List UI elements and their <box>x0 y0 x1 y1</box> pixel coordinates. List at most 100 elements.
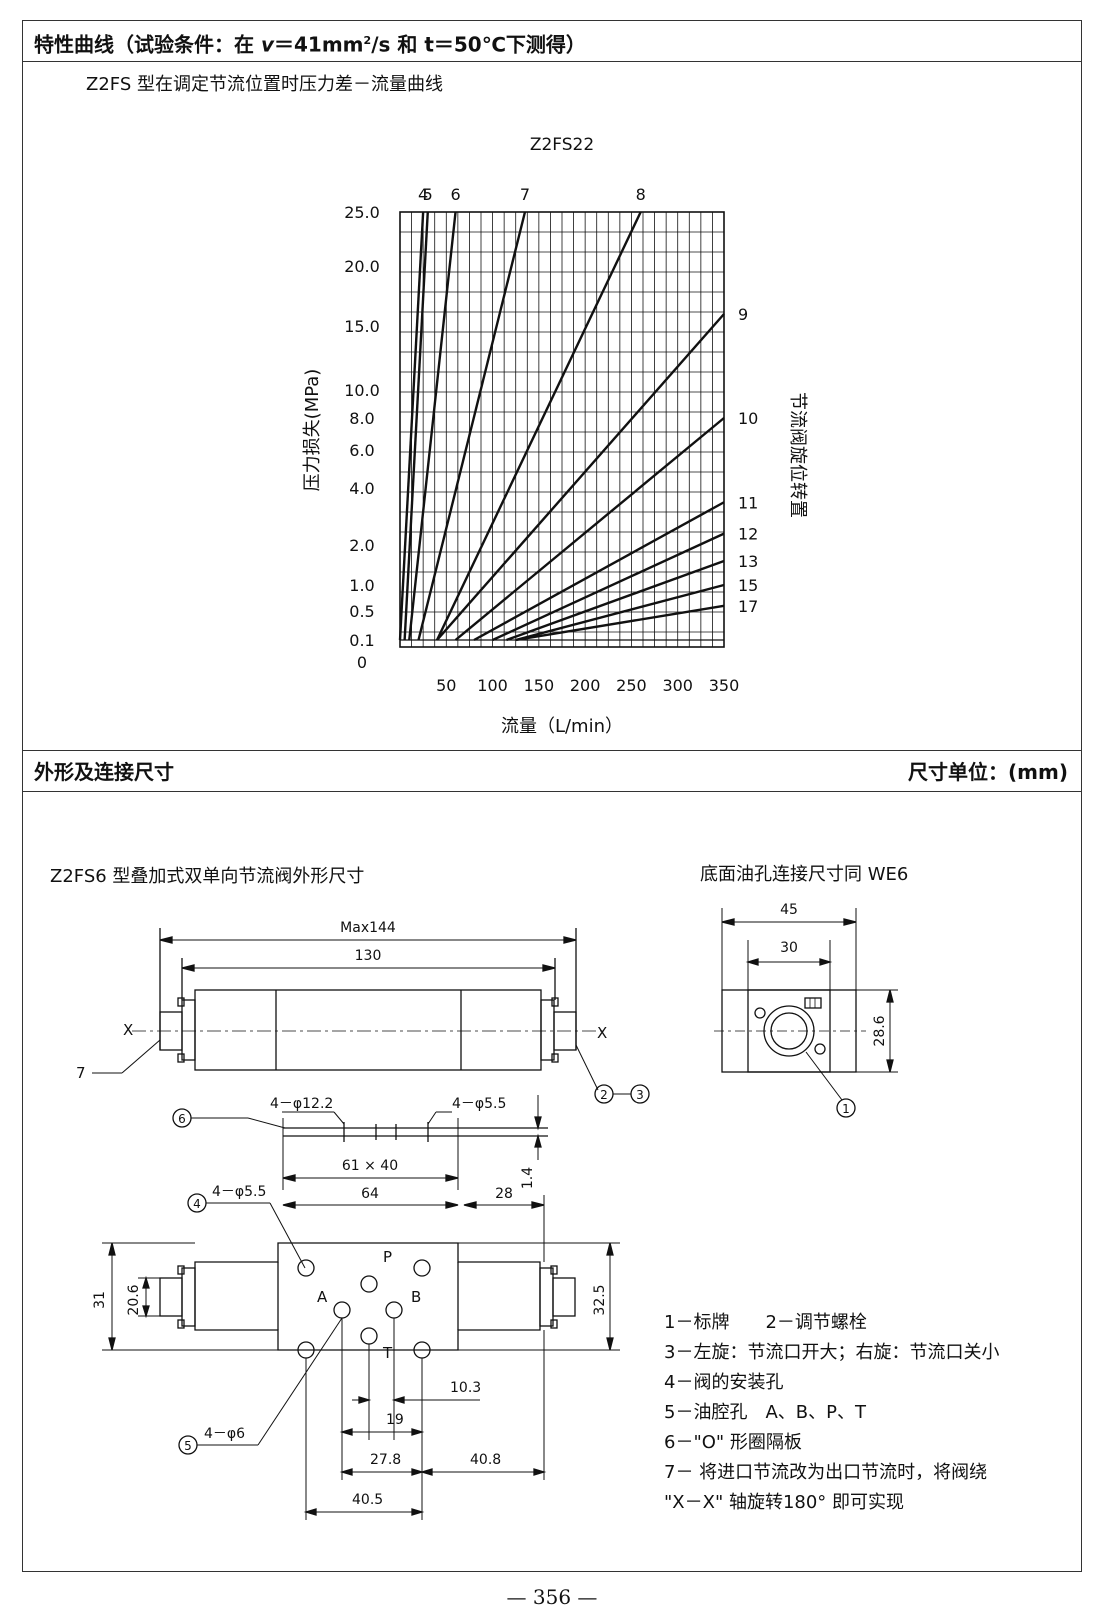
top-view: Max144 130 X X 7 2 3 <box>76 920 650 1104</box>
y-tick-label: 1.0 <box>349 576 374 595</box>
curve-label: 15 <box>738 576 758 595</box>
curve-label: 4 <box>418 185 428 204</box>
dim-45: 45 <box>780 902 798 918</box>
chart-labels: 25.0 20.0 15.0 10.0 8.0 6.0 4.0 2.0 1.0 0.5 0.1 0 50… <box>302 135 808 737</box>
y-tick-label: 0 <box>357 653 367 672</box>
curve-12 <box>492 532 725 642</box>
drawing-title-left: Z2FS6 型叠加式双单向节流阀外形尺寸 <box>50 866 365 887</box>
y2-axis-label: 节流阀旋位转置 <box>787 392 808 518</box>
curve-6 <box>408 211 457 641</box>
callout-7: 7 <box>76 1064 86 1082</box>
legend-item: 6－"O" 形圈隔板 <box>664 1432 802 1453</box>
port-b: B <box>411 1288 421 1306</box>
curve-8 <box>435 211 642 641</box>
hole-label-12-2: 4－φ12.2 <box>270 1096 333 1112</box>
y-tick-label: 25.0 <box>344 203 380 222</box>
curve-10 <box>454 417 725 641</box>
dim-31: 31 <box>92 1291 108 1309</box>
callout-6: 6 <box>178 1112 186 1126</box>
x-tick-label: 300 <box>662 676 693 695</box>
curve-label: 11 <box>738 493 758 512</box>
curve-label: 8 <box>636 185 646 204</box>
chart-subtitle: Z2FS 型在调定节流位置时压力差－流量曲线 <box>86 74 443 95</box>
section-header-characteristics: 特性曲线（试验条件：在 v＝41mm2/s 和 t＝50℃下测得） <box>22 20 1082 62</box>
dim-20-6: 20.6 <box>126 1284 142 1315</box>
x-tick-label: 50 <box>436 676 456 695</box>
x-axis-label: 流量（L/min） <box>501 716 623 737</box>
port-t: T <box>382 1344 393 1362</box>
x-tick-label: 100 <box>477 676 508 695</box>
y-tick-label: 8.0 <box>349 409 374 428</box>
hole-label-6: 4－φ6 <box>204 1426 245 1442</box>
y-tick-label: 10.0 <box>344 381 380 400</box>
section-header-dimensions: 外形及连接尺寸 尺寸单位：(mm) <box>22 750 1082 792</box>
dim-32-5: 32.5 <box>592 1284 608 1315</box>
svg-text:2: 2 <box>600 1088 608 1102</box>
dim-28-6: 28.6 <box>872 1015 888 1046</box>
curve-label: 17 <box>738 597 758 616</box>
x-tick-label: 200 <box>570 676 601 695</box>
chart-curves <box>398 211 725 642</box>
x-tick-label: 350 <box>709 676 740 695</box>
y-tick-label: 4.0 <box>349 479 374 498</box>
y-tick-label: 0.5 <box>349 602 374 621</box>
chart-grid <box>399 211 725 648</box>
callout-4: 4 <box>193 1197 201 1211</box>
curve-label: 7 <box>520 185 530 204</box>
dim-max144: Max144 <box>340 920 396 936</box>
callout-1: 1 <box>842 1102 850 1116</box>
chart-title: Z2FS22 <box>530 135 594 155</box>
dim-40-5: 40.5 <box>352 1492 383 1508</box>
curve-7 <box>417 211 527 641</box>
legend-item: 1－标牌 2－调节螺栓 <box>664 1312 867 1333</box>
legend-item: 5－油腔孔 A、B、P、T <box>664 1402 866 1423</box>
dim-64: 64 <box>361 1186 379 1202</box>
x-tick-label: 250 <box>616 676 647 695</box>
dim-130: 130 <box>355 948 382 964</box>
legend-item: "X－X" 轴旋转180° 即可实现 <box>664 1492 905 1513</box>
side-view: 45 30 28.6 1 <box>714 902 898 1118</box>
dim-10-3: 10.3 <box>450 1380 481 1396</box>
y-tick-label: 6.0 <box>349 441 374 460</box>
axis-x-left: X <box>123 1021 133 1039</box>
curve-label: 12 <box>738 525 758 544</box>
y-tick-label: 0.1 <box>349 631 374 650</box>
drawing-title-right: 底面油孔连接尺寸同 WE6 <box>700 864 909 885</box>
callout-5: 5 <box>184 1439 192 1453</box>
legend: 1－标牌 2－调节螺栓 3－左旋：节流口开大；右旋：节流口关小 4－阀的安装孔 … <box>664 1308 1084 1528</box>
y-tick-label: 15.0 <box>344 317 380 336</box>
unit-label: 尺寸单位：(mm) <box>908 760 1068 784</box>
legend-item: 4－阀的安装孔 <box>664 1372 784 1393</box>
dim-40-8: 40.8 <box>470 1452 501 1468</box>
legend-item: 7－ 将进口节流改为出口节流时，将阀绕 <box>664 1462 988 1483</box>
y-tick-label: 2.0 <box>349 536 374 555</box>
dim-19: 19 <box>386 1412 404 1428</box>
dim-30: 30 <box>780 940 798 956</box>
dim-28: 28 <box>495 1186 513 1202</box>
curve-13 <box>506 559 725 642</box>
curve-label: 9 <box>738 305 748 324</box>
dim-1-4: 1.4 <box>520 1167 536 1189</box>
dim-27-8: 27.8 <box>370 1452 401 1468</box>
page-number: — 356 — <box>506 1585 598 1609</box>
port-a: A <box>317 1288 328 1306</box>
curve-label: 6 <box>450 185 460 204</box>
gasket-plate-view: 6 4－φ12.2 4－φ5.5 61 × 40 1.4 <box>172 1095 548 1190</box>
curve-5 <box>403 211 429 641</box>
curve-11 <box>473 501 725 642</box>
hole-label-5-5-top: 4－φ5.5 <box>452 1096 506 1112</box>
y-tick-label: 20.0 <box>344 257 380 276</box>
curve-9 <box>436 313 725 641</box>
svg-text:3: 3 <box>636 1088 644 1102</box>
dim-61x40: 61 × 40 <box>342 1158 398 1174</box>
y-axis-label: 压力损失(MPa) <box>302 369 323 492</box>
pressure-flow-chart: 25.0 20.0 15.0 10.0 8.0 6.0 4.0 2.0 1.0 0.5 0.1 0 50… <box>302 135 808 737</box>
curve-label: 5 <box>423 185 433 204</box>
curve-15 <box>515 583 725 642</box>
valve-outline-drawing: Max144 130 X X 7 2 3 6 <box>76 902 898 1520</box>
curve-17 <box>515 604 725 642</box>
axis-x-right: X <box>597 1024 607 1042</box>
bottom-view: 4 4－φ5.5 64 28 P A B T <box>92 1184 620 1520</box>
legend-item: 3－左旋：节流口开大；右旋：节流口关小 <box>664 1342 1000 1363</box>
page-frame <box>22 20 1082 1572</box>
